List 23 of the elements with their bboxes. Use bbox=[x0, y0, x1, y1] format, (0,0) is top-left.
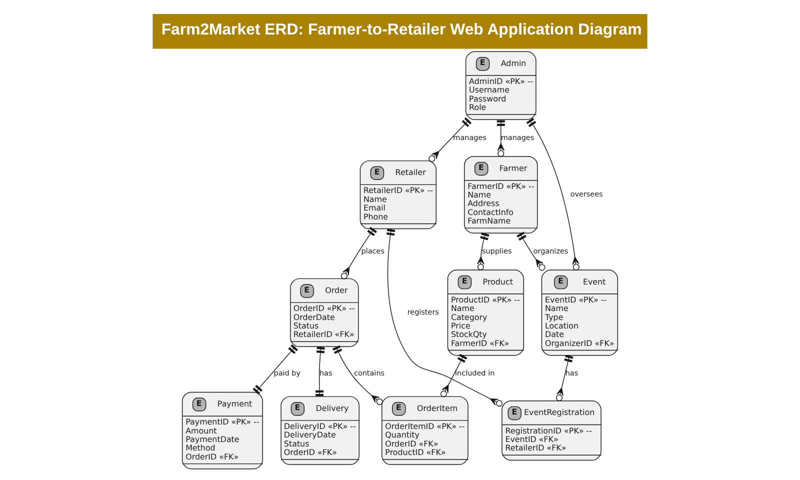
connector bbox=[252, 344, 298, 395]
connector bbox=[440, 354, 468, 398]
edge-label: included in bbox=[455, 368, 495, 378]
edge-label: manages bbox=[500, 132, 534, 142]
connector bbox=[516, 232, 546, 271]
edge-label: registers bbox=[407, 307, 439, 316]
connector bbox=[332, 345, 383, 405]
connector bbox=[340, 226, 377, 280]
edge-label: manages bbox=[453, 132, 486, 142]
connector bbox=[428, 117, 472, 162]
edge-label: organizes bbox=[533, 246, 568, 256]
edge-label: places bbox=[361, 246, 384, 256]
connector bbox=[386, 228, 503, 407]
edge-label: oversees bbox=[570, 190, 603, 199]
connector bbox=[556, 354, 574, 402]
connector bbox=[526, 118, 580, 270]
edge-label: contains bbox=[354, 368, 385, 378]
edge-label: has bbox=[319, 368, 332, 378]
edge-label: has bbox=[565, 368, 578, 378]
diagram-title: Farm2Market ERD: Farmer-to-Retailer Web Application Diagram bbox=[161, 22, 642, 39]
edge-label: supplies bbox=[482, 246, 512, 256]
edge-label: paid by bbox=[274, 368, 301, 378]
connector bbox=[477, 232, 490, 270]
